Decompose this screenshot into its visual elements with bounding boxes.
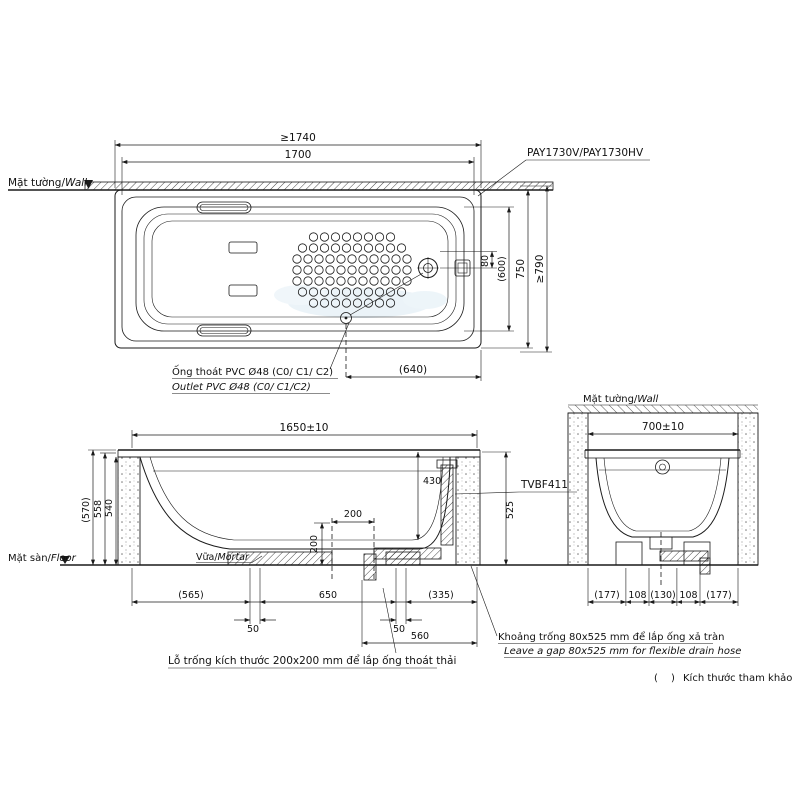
drain-fitting (417, 257, 439, 279)
dim-label: 650 (319, 590, 337, 601)
dim-label: (600) (497, 256, 508, 282)
model-label: PAY1730V/PAY1730HV (527, 147, 644, 159)
wall-section-top (8, 180, 554, 191)
dim-label: (640) (399, 364, 427, 376)
outlet-label-vi: Ống thoát PVC Ø48 (C0/ C1/ C2) (172, 364, 333, 378)
hole-note-callout: Lỗ trống kích thước 200x200 mm để lắp ốn… (168, 587, 456, 669)
mortar-callout: Vữa/Mortar (196, 552, 263, 563)
floor-marker-icon (60, 556, 70, 564)
paren-open: ( (654, 673, 658, 684)
dim-label: (565) (178, 590, 204, 601)
dim-label: 200 (309, 535, 320, 553)
dim-plan-length: 1700 (121, 149, 475, 195)
dim-label: 50 (393, 624, 405, 635)
dim-plan-inner-width: (600) (464, 206, 514, 332)
bathtub-plan-outline (114, 189, 482, 349)
dim-front-height-body: 540 (104, 456, 119, 566)
dim-label: ≥790 (534, 255, 546, 284)
wall-label: Mặt tường/Wall (583, 393, 659, 405)
dim-front-hole-height: 200 (309, 522, 330, 566)
dim-label: 750 (515, 259, 527, 279)
dim-front-inner-depth: 430 (415, 451, 441, 541)
grab-handle-bottom (196, 324, 252, 337)
dim-front-length: 1650±10 (131, 422, 478, 448)
gap-note-en: Leave a gap 80x525 mm for flexible drain… (504, 646, 741, 657)
dim-label: 1650±10 (280, 422, 329, 434)
dim-label: 80 (480, 255, 491, 267)
reference-note-label: Kích thước tham khảo (683, 672, 792, 684)
tub-shell-front (139, 456, 451, 550)
gap-note-callout: Khoảng trống 80x525 mm để lắp ống xả trà… (470, 565, 741, 658)
wall-section-end: Mặt tường/Wall (568, 393, 758, 414)
dim-label: (177) (706, 590, 732, 601)
dim-label: 108 (679, 590, 697, 601)
support-left (117, 456, 141, 566)
dim-label: 525 (505, 501, 516, 519)
dim-end-width: 700±10 (587, 421, 739, 448)
armrest-pads (228, 241, 258, 297)
dim-front-height-rim: 558 (93, 452, 116, 566)
dim-label: ≥1740 (280, 132, 316, 144)
dim-label: (335) (428, 590, 454, 601)
dim-label: 430 (423, 476, 441, 487)
valve-label: TVBF411 (520, 479, 568, 491)
reference-note: ( ) Kích thước tham khảo (654, 672, 792, 684)
dim-label: 50 (247, 624, 259, 635)
end-view: Mặt tường/Wall (470, 393, 759, 658)
dim-label: 1700 (285, 149, 312, 161)
support-left-end (567, 412, 589, 566)
wall-marker-icon (84, 180, 93, 189)
watermark (274, 285, 447, 318)
tub-shell-end (595, 457, 730, 538)
dim-plan-width: 750 (481, 189, 533, 349)
dim-label: 200 (344, 509, 362, 520)
tub-rim-front (117, 449, 481, 458)
dim-label: 558 (93, 500, 104, 518)
drain-trap-end (649, 532, 711, 588)
wall-label: Mặt tường/Wall (8, 177, 87, 189)
model-callout: PAY1730V/PAY1730HV (477, 147, 650, 197)
wall-hatch (84, 181, 554, 191)
floor-label: Mặt sàn/Floor (8, 552, 77, 564)
dim-plan-min-width: ≥790 (520, 185, 552, 353)
grab-handle-top (196, 201, 252, 214)
dim-plan-drain-offset: 80 (440, 251, 497, 269)
floor-hole (331, 518, 375, 582)
hole-note: Lỗ trống kích thước 200x200 mm để lắp ốn… (168, 654, 456, 667)
antislip-pattern (292, 232, 412, 308)
dim-plan-outlet-distance: (640) (345, 350, 482, 381)
drain-pipe (363, 459, 458, 581)
dim-label: (177) (594, 590, 620, 601)
dim-plan-min-length: ≥1740 (114, 132, 482, 188)
dim-label: 108 (628, 590, 646, 601)
mortar-label: Vữa/Mortar (196, 552, 250, 563)
support-right (455, 456, 481, 566)
dim-front-hole-width: 200 (331, 509, 375, 525)
dim-label: 540 (104, 499, 115, 517)
dim-end-bottom-chain: (177) 108 (130) 108 (177) (587, 568, 739, 606)
support-right-end (737, 412, 759, 566)
dim-label: 560 (411, 631, 429, 642)
tub-rim-end (584, 449, 741, 459)
dim-label: 700±10 (642, 421, 684, 433)
dim-front-height-overall: (570) (81, 449, 116, 566)
dim-label: (130) (650, 590, 676, 601)
dim-front-gap-height: 525 (482, 451, 516, 566)
wall-hatch (568, 405, 758, 413)
dim-front-bottom-chain: (565) 650 (335) 50 50 560 (131, 567, 478, 647)
gap-note-vi: Khoảng trống 80x525 mm để lắp ống xả trà… (498, 630, 724, 643)
valve-callout: TVBF411 (454, 479, 577, 495)
dim-label: (570) (81, 497, 92, 523)
outlet-label-en: Outlet PVC Ø48 (C0/ C1/C2) (172, 381, 311, 393)
plan-view: Mặt tường/Wall (8, 132, 650, 394)
outlet-hole (340, 272, 424, 380)
outlet-callout: Ống thoát PVC Ø48 (C0/ C1/ C2) Outlet PV… (172, 322, 350, 394)
paren-close: ) (671, 673, 675, 684)
